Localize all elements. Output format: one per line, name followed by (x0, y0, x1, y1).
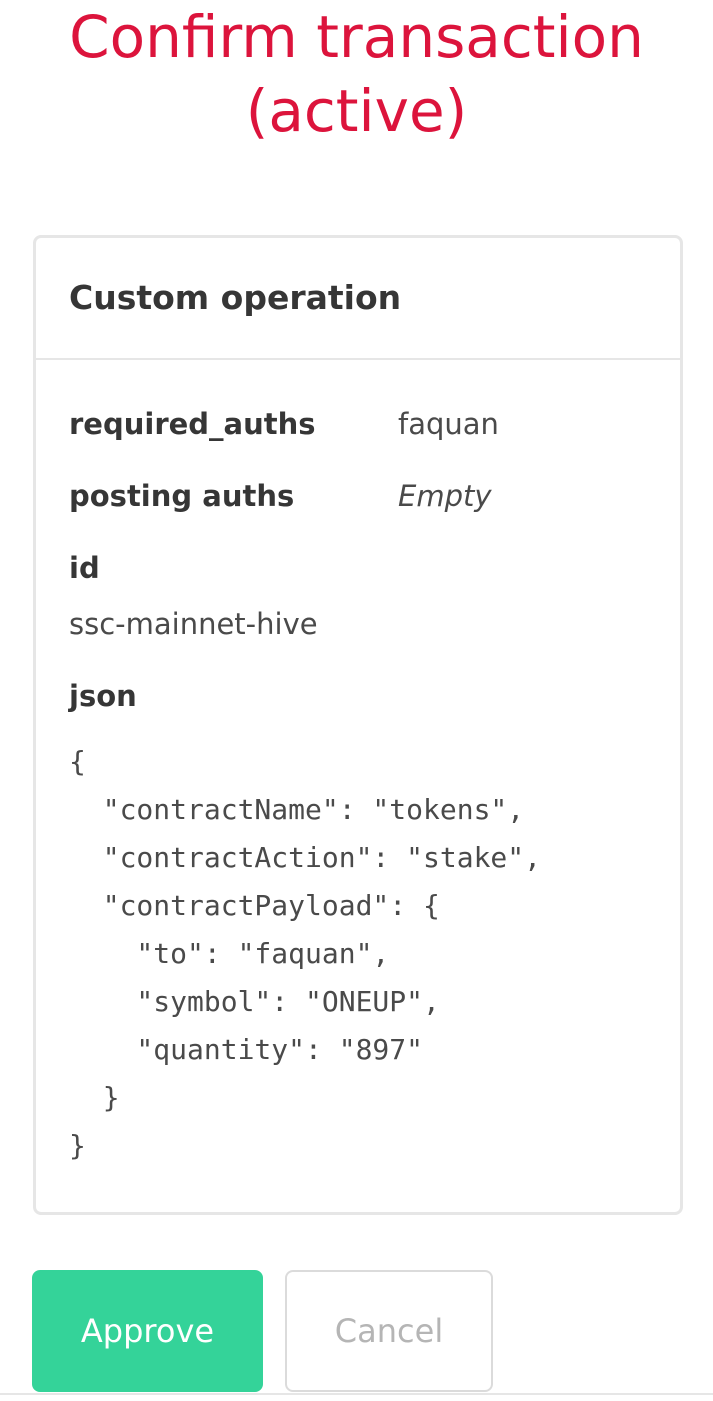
cancel-button[interactable]: Cancel (285, 1270, 493, 1392)
json-value: { "contractName": "tokens", "contractAct… (69, 745, 542, 1162)
id-value: ssc-mainnet-hive (69, 607, 318, 641)
card-title: Custom operation (69, 278, 402, 317)
json-label: json (69, 679, 137, 713)
required-auths-value: faquan (398, 407, 499, 441)
id-label: id (69, 551, 100, 585)
required-auths-label: required_auths (69, 407, 316, 441)
card-header: Custom operation (36, 238, 680, 360)
approve-button[interactable]: Approve (32, 1270, 263, 1392)
bottom-divider (0, 1393, 713, 1395)
page-title: Confirm transaction (active) (69, 3, 644, 145)
operation-card: Custom operation required_auths faquan p… (33, 235, 683, 1215)
posting-auths-label: posting auths (69, 479, 295, 513)
posting-auths-value: Empty (398, 479, 492, 513)
